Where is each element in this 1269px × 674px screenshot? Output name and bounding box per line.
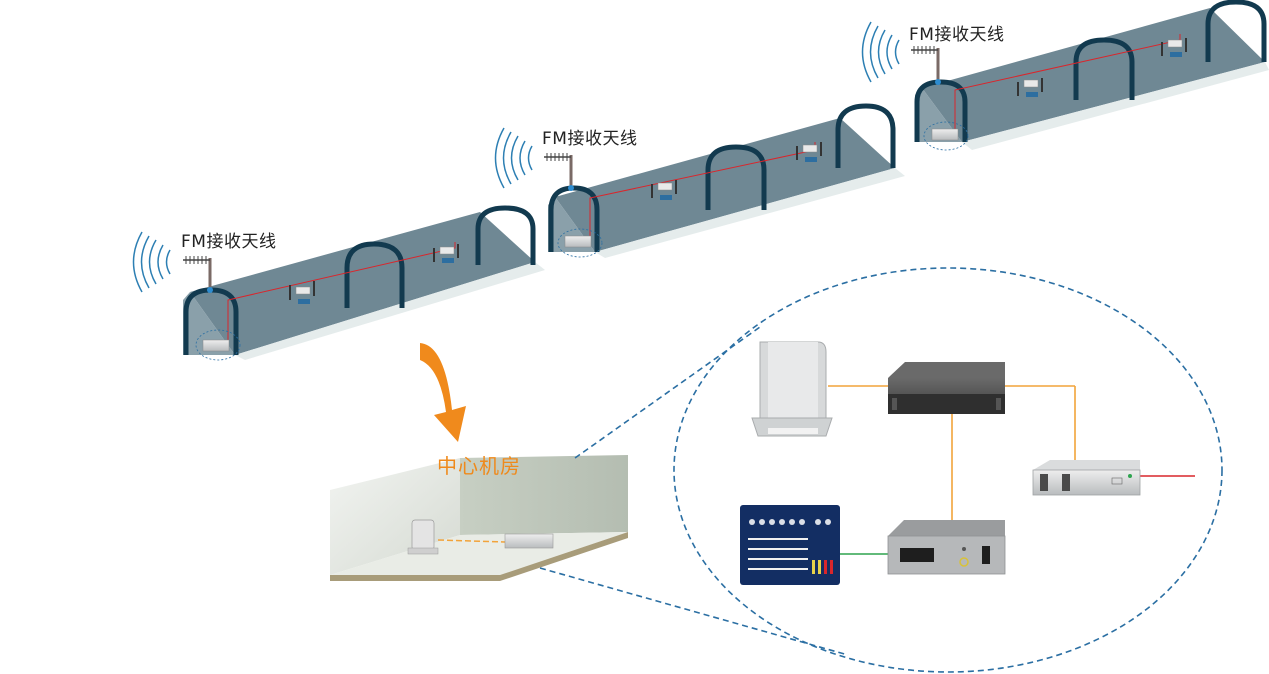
tunnel-speaker-icon — [289, 281, 315, 304]
curved-arrow-icon — [420, 343, 466, 442]
fm-antenna-icon — [183, 256, 213, 293]
room-floor — [330, 532, 628, 575]
tunnel-speaker-icon — [1017, 78, 1043, 97]
tunnel-arch — [835, 103, 896, 168]
radio-waves-icon — [132, 231, 171, 293]
relay-box-icon — [931, 128, 959, 141]
room-back-wall — [330, 458, 460, 575]
tunnel-speaker-icon — [433, 244, 459, 263]
control-room: 中心机房 — [330, 454, 628, 581]
tunnel-speaker-icon — [651, 180, 677, 200]
radio-waves-icon — [861, 21, 900, 83]
tunnel-arch — [344, 241, 405, 308]
fm-transmitter-icon — [1032, 460, 1141, 496]
room-side-wall — [460, 455, 628, 535]
tunnel-floor — [962, 62, 1269, 150]
relay-box-marker — [557, 228, 603, 258]
audio-mixer-icon — [740, 505, 840, 585]
relay-box-icon — [564, 235, 592, 248]
power-amplifier-icon — [887, 520, 1006, 575]
callout-ellipse — [673, 267, 1223, 673]
relay-box-icon — [202, 339, 230, 352]
tunnel-floor — [235, 262, 545, 360]
callout-line-bottom — [539, 567, 849, 656]
antenna-label-3: FM接收天线 — [909, 25, 1004, 45]
radio-waves-icon — [494, 127, 533, 189]
fm-receiver-icon — [751, 341, 833, 437]
tunnel-speaker-icon — [796, 142, 822, 162]
tunnel-speaker-icon — [1161, 38, 1187, 57]
broadcast-host-icon — [888, 362, 1005, 414]
relay-box-marker — [195, 329, 241, 361]
callout-line-top — [574, 326, 761, 459]
tunnel-section-3: FM接收天线 — [861, 0, 1269, 151]
tunnel-arch — [1073, 37, 1135, 100]
tunnel-floor — [595, 168, 905, 258]
callout — [539, 267, 1223, 673]
room-transmitter-icon — [504, 533, 554, 549]
tunnel-section-1: FM接收天线 — [132, 205, 545, 361]
equipment-cables — [828, 385, 1195, 555]
fm-antenna-icon — [911, 46, 941, 85]
room-receiver-icon — [407, 519, 439, 555]
antenna-label-2: FM接收天线 — [542, 129, 637, 149]
tunnel-section-2: FM接收天线 — [494, 103, 905, 258]
tunnel-arch — [1205, 0, 1267, 62]
relay-box-marker — [923, 121, 969, 151]
fm-antenna-icon — [544, 153, 574, 191]
control-room-label: 中心机房 — [437, 454, 521, 478]
tunnel-arch — [475, 205, 536, 265]
antenna-label-1: FM接收天线 — [181, 232, 276, 252]
